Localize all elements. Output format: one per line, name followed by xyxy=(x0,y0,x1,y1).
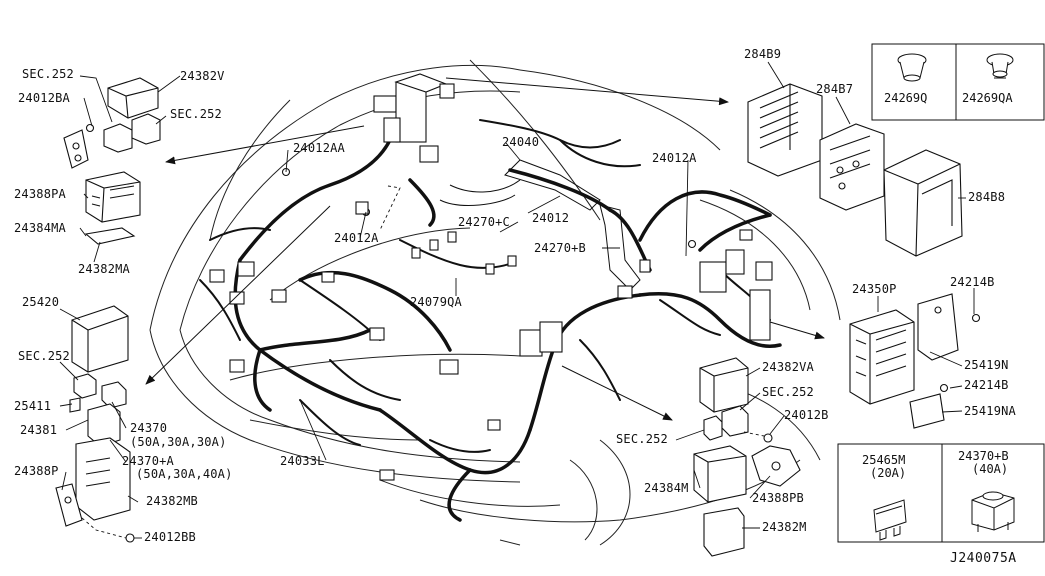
label-24012a: 24012A xyxy=(652,151,697,165)
label-24269qa: 24269QA xyxy=(962,91,1013,105)
inset-frames xyxy=(837,43,1045,543)
label-25419n: 25419N xyxy=(964,358,1009,372)
label-24388pa: 24388PA xyxy=(14,187,66,201)
label-24370-a-ratings: (50A,30A,40A) xyxy=(136,467,233,481)
cartridge-fuse-icon xyxy=(971,491,1015,532)
blade-fuse-icon xyxy=(873,499,907,541)
label-24012b: 24012B xyxy=(784,408,829,422)
label-24012a: 24012A xyxy=(334,231,379,245)
label-24270-b: 24270+B xyxy=(534,241,586,255)
label-24269q: 24269Q xyxy=(884,91,928,105)
label-24350p: 24350P xyxy=(852,282,897,296)
reference-arrows xyxy=(145,77,825,421)
label-24384ma: 24384MA xyxy=(14,221,66,235)
clip-24269q-icon xyxy=(897,53,927,82)
main-harness-24012 xyxy=(233,138,782,522)
label-24012ba: 24012BA xyxy=(18,91,70,105)
label-24012aa: 24012AA xyxy=(293,141,345,155)
label-24012bb: 24012BB xyxy=(144,530,196,544)
label-24040: 24040 xyxy=(502,135,540,149)
component-sketches xyxy=(55,73,981,557)
leader-lines xyxy=(59,61,975,539)
fuse-inset-frame xyxy=(837,443,1045,543)
label-24012: 24012 xyxy=(532,211,570,225)
label-24214b: 24214B xyxy=(964,378,1009,392)
label-24382ma: 24382MA xyxy=(78,262,130,276)
label-sec-252: SEC.252 xyxy=(762,385,814,399)
diagram-reference-code: J240075A xyxy=(950,551,1017,566)
label-25419na: 25419NA xyxy=(964,404,1016,418)
label-25420: 25420 xyxy=(22,295,60,309)
label-24381: 24381 xyxy=(20,423,58,437)
label-24382m: 24382M xyxy=(762,520,807,534)
label-24382va: 24382VA xyxy=(762,360,814,374)
label-sec-252: SEC.252 xyxy=(18,349,70,363)
label-25465m-rating: (20A) xyxy=(870,466,907,480)
label-24382v: 24382V xyxy=(180,69,225,83)
label-25411: 25411 xyxy=(14,399,52,413)
vehicle-body-outline xyxy=(149,59,841,546)
clip-24269qa-icon xyxy=(986,53,1014,79)
label-24370-a: 24370+A xyxy=(122,454,174,468)
label-sec-252: SEC.252 xyxy=(616,432,668,446)
label-24388pb: 24388PB xyxy=(752,491,804,505)
label-284b9: 284B9 xyxy=(744,47,782,61)
label-24079qa: 24079QA xyxy=(410,295,462,309)
label-24370: 24370 xyxy=(130,421,168,435)
label-24388p: 24388P xyxy=(14,464,59,478)
label-sec-252: SEC.252 xyxy=(170,107,222,121)
clip-inset-frame xyxy=(871,43,1045,121)
harness-24012-sleeve xyxy=(439,159,641,291)
label-24384m: 24384M xyxy=(644,481,689,495)
label-24370-b: 24370+B xyxy=(958,449,1009,463)
label-24270-c: 24270+C xyxy=(458,215,510,229)
label-24214b: 24214B xyxy=(950,275,995,289)
label-24370-b-rating: (40A) xyxy=(972,462,1009,476)
label-sec-252: SEC.252 xyxy=(22,67,74,81)
label-24033l: 24033L xyxy=(280,454,325,468)
label-25465m: 25465M xyxy=(862,453,906,467)
label-24382mb: 24382MB xyxy=(146,494,198,508)
label-284b8: 284B8 xyxy=(968,190,1006,204)
label-284b7: 284B7 xyxy=(816,82,854,96)
label-24370-ratings: (50A,30A,30A) xyxy=(130,435,227,449)
